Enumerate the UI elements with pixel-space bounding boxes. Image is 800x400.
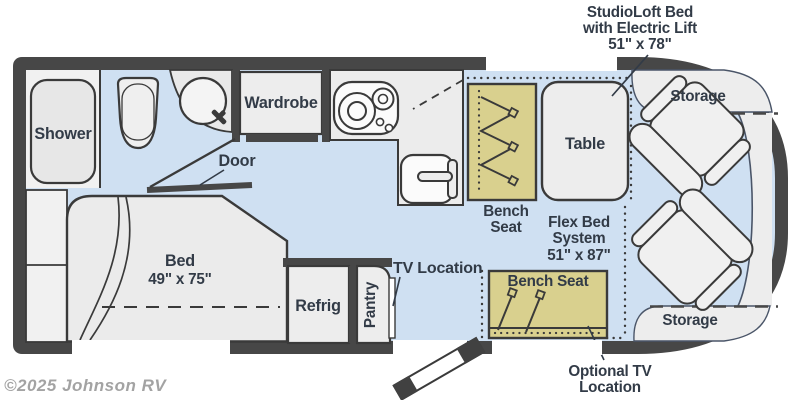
- bathroom-sink-icon: [168, 69, 233, 133]
- storage-top-label: Storage: [670, 88, 726, 105]
- studioloft-label-2: with Electric Lift: [583, 20, 697, 37]
- galley-counter: [329, 69, 464, 206]
- swivel-chair-top: [628, 75, 751, 198]
- flex-bed-label-1: Flex Bed: [548, 214, 610, 231]
- bench-bottom-label: Bench Seat: [507, 273, 589, 290]
- bed-area: [25, 189, 289, 343]
- toilet-icon: [116, 76, 160, 150]
- windows: [72, 56, 617, 355]
- wardrobe-cabinet: [238, 70, 330, 142]
- flex-bed-label-3: 51" x 87": [547, 247, 611, 264]
- bed-label: Bed: [165, 251, 195, 270]
- refrig-label: Refrig: [295, 296, 341, 315]
- swivel-chair-bottom: [631, 188, 754, 311]
- shower-pan: [29, 78, 97, 185]
- storage-bottom-label: Storage: [662, 312, 718, 329]
- optional-tv-label-1: Optional TV: [568, 363, 652, 380]
- kitchen-sink-icon: [399, 153, 458, 205]
- bench-top-label-1: Bench: [483, 203, 529, 220]
- studioloft-label-3: 51" x 78": [608, 36, 672, 53]
- studioloft-label-1: StudioLoft Bed: [586, 4, 694, 21]
- bed-side-cabinet: [25, 189, 68, 343]
- tv-location-label: TV Location: [393, 260, 483, 277]
- optional-tv-label-2: Location: [579, 379, 641, 396]
- bathroom-wall: [232, 70, 240, 142]
- storage-bottom-area: [633, 305, 778, 342]
- flex-bed-label-2: System: [552, 230, 606, 247]
- entry-door-icon: [392, 336, 486, 400]
- table-top: [540, 80, 630, 202]
- pantry-cabinet: [355, 264, 396, 345]
- bed-dims-label: 49" x 75": [148, 271, 212, 288]
- bench-seat-bottom: [487, 269, 609, 340]
- door-label: Door: [218, 151, 256, 170]
- refrigerator: [283, 258, 392, 345]
- cooktop-icon: [332, 80, 400, 136]
- tv-pointer-line: [392, 276, 401, 307]
- tv-slot: [388, 277, 396, 339]
- shower-label: Shower: [34, 124, 92, 143]
- bench-top-label-2: Seat: [490, 219, 522, 236]
- bench-seat-top: [466, 82, 538, 202]
- shower-room: [26, 70, 101, 188]
- watermark: ©2025 Johnson RV: [4, 376, 167, 395]
- wardrobe-label: Wardrobe: [244, 93, 318, 112]
- flex-bed-outline: [412, 76, 633, 340]
- pantry-label: Pantry: [362, 281, 379, 329]
- studioloft-pointer-line: [611, 54, 649, 97]
- table-label: Table: [564, 134, 606, 153]
- interior-door: [146, 137, 253, 193]
